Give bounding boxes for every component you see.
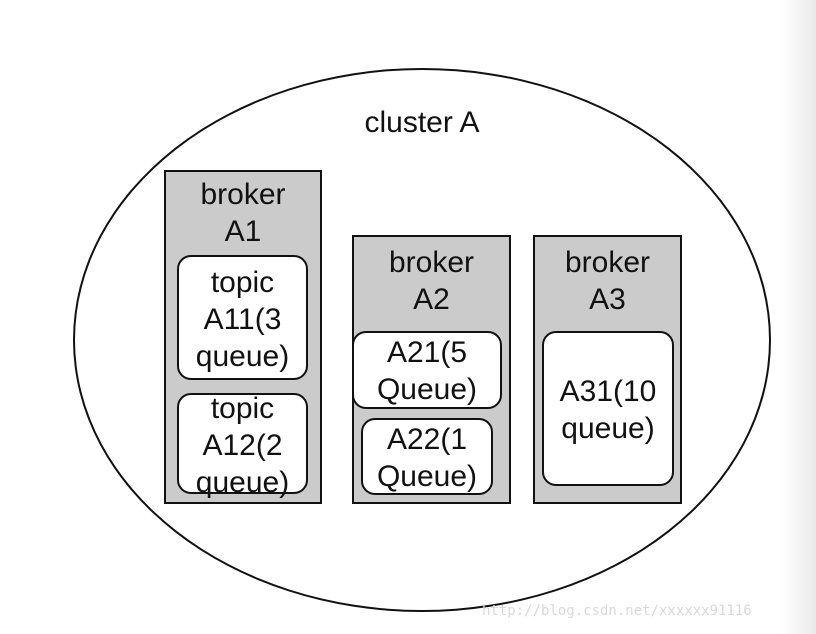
topic-a12-label: topic A12(2 queue) xyxy=(195,392,290,499)
topic-a21-label: A21(5 Queue) xyxy=(376,336,478,406)
cluster-ellipse xyxy=(73,68,771,612)
broker-a2-title: broker A2 xyxy=(388,246,475,316)
topic-a12-box xyxy=(177,393,308,494)
watermark-text: http://blog.csdn.net/xxxxxx91116 xyxy=(482,603,752,619)
cluster-title: cluster A xyxy=(364,106,480,139)
topic-a11-label: topic A11(3 queue) xyxy=(195,266,290,373)
topic-a22-label: A22(1 Queue) xyxy=(376,423,478,493)
topic-a21-box xyxy=(352,331,502,409)
topic-a11-box xyxy=(177,255,308,380)
topic-a31-label: A31(10 queue) xyxy=(559,375,657,445)
broker-a3-title: broker A3 xyxy=(564,246,651,316)
broker-a1-title: broker A1 xyxy=(200,178,286,248)
topic-a22-box xyxy=(361,418,493,495)
page-edge-shadow xyxy=(782,0,816,634)
topic-a31-box xyxy=(542,331,674,486)
